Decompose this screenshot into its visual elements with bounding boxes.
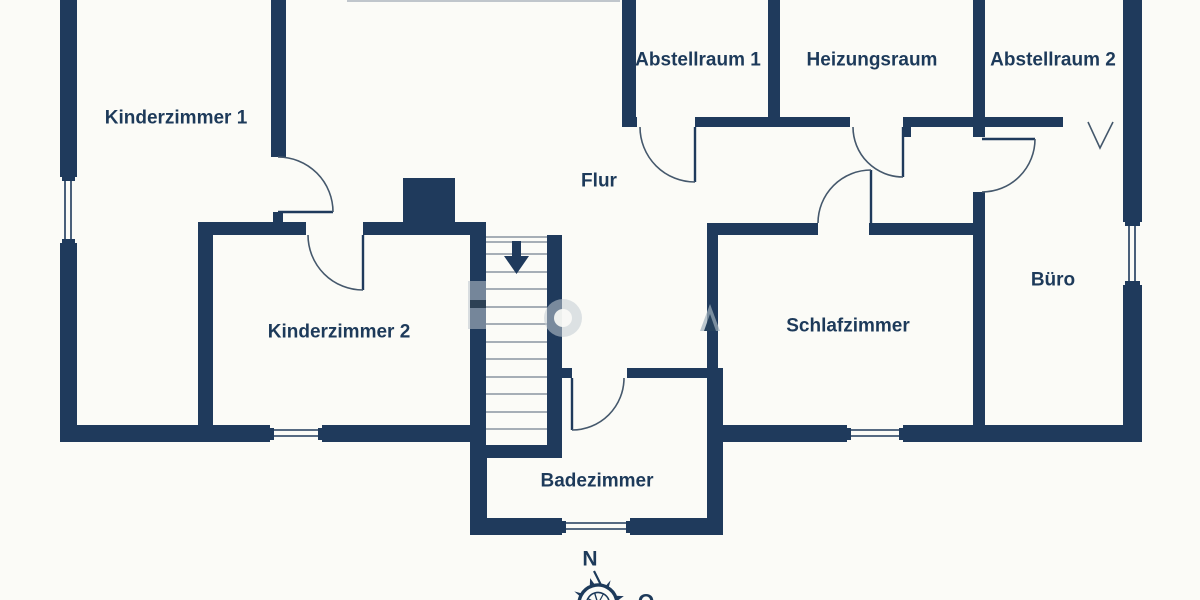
folding-door [1087, 121, 1114, 150]
room-label-schlafzimmer: Schlafzimmer [786, 315, 910, 337]
windows [60, 177, 1142, 535]
door [307, 234, 365, 291]
compass-rose [574, 570, 624, 600]
door [277, 156, 334, 214]
window [60, 177, 77, 243]
room-label-buero: Büro [1030, 269, 1076, 291]
compass-east-label: O [638, 592, 654, 600]
stairs-down-arrow [504, 241, 529, 274]
door [852, 126, 905, 178]
room-label-abstellraum-2: Abstellraum 2 [990, 49, 1116, 71]
watermark [468, 281, 720, 337]
chimney [403, 178, 455, 223]
room-label-heizungsraum: Heizungsraum [806, 49, 938, 71]
window [270, 425, 322, 442]
door [981, 137, 1036, 193]
room-label-kinderzimmer-2: Kinderzimmer 2 [267, 321, 411, 343]
door [817, 169, 873, 224]
door [639, 126, 697, 183]
window [562, 518, 630, 535]
window [1123, 222, 1142, 285]
door [570, 377, 625, 431]
room-label-flur: Flur [581, 170, 617, 192]
room-label-kinderzimmer-1: Kinderzimmer 1 [104, 107, 248, 129]
compass-north-label: N [582, 547, 598, 571]
door-swings [277, 121, 1114, 431]
window [847, 425, 903, 442]
room-label-badezimmer: Badezimmer [540, 470, 654, 492]
staircase [486, 236, 547, 430]
room-label-abstellraum-1: Abstellraum 1 [635, 49, 761, 71]
walls [60, 0, 1142, 535]
